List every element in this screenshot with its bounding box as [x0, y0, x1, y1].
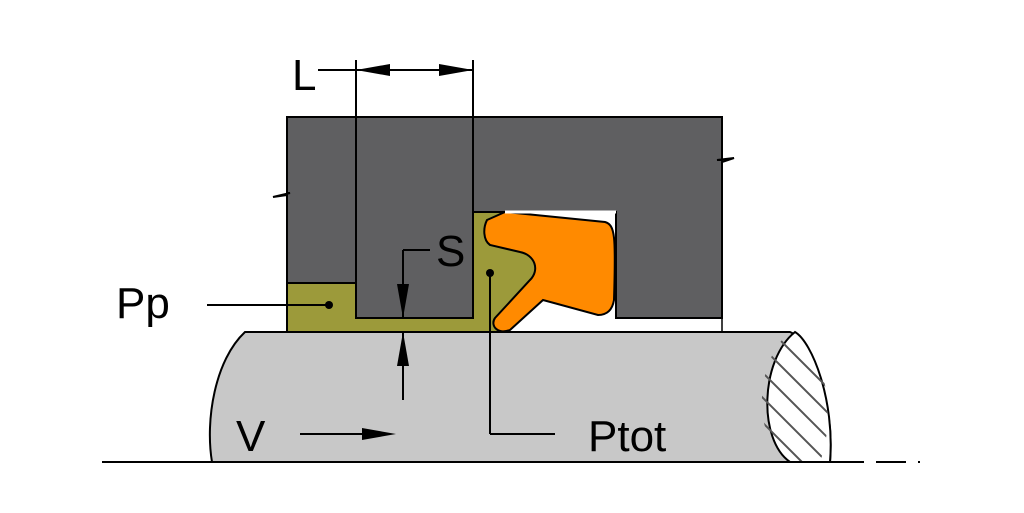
shaft	[208, 331, 832, 463]
dim-L-arrow-left	[356, 64, 390, 76]
dim-S-arrow-top	[397, 284, 409, 318]
V-arrow-head	[362, 428, 396, 440]
dim-L-arrow-right	[439, 64, 473, 76]
label-V: V	[236, 412, 266, 461]
label-S: S	[436, 227, 465, 276]
seal-lip	[483, 210, 616, 333]
label-Ptot: Ptot	[588, 412, 666, 461]
label-L: L	[292, 51, 316, 100]
dim-S-arrow-bottom	[397, 332, 409, 366]
label-Pp: Pp	[116, 279, 170, 328]
Pp-dot	[325, 301, 333, 309]
